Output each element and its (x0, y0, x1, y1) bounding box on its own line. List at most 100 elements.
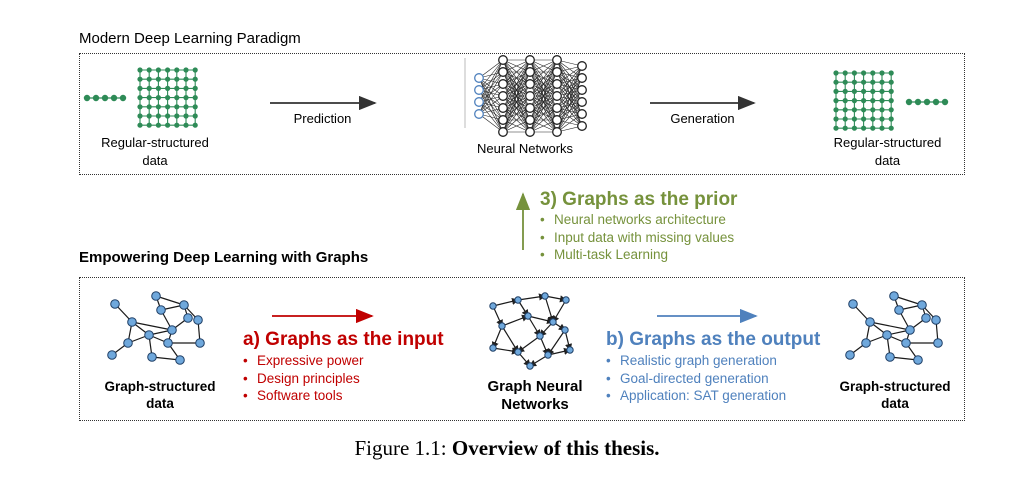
graph-node (127, 317, 137, 327)
grid-node (879, 116, 885, 122)
nn-neuron (552, 115, 562, 125)
grid-node (165, 76, 171, 82)
nn-connection (556, 65, 583, 97)
output-bullets: Realistic graph generation Goal-directed… (606, 352, 786, 405)
output-bullet: Application: SAT generation (606, 387, 786, 405)
nn-connection (529, 83, 558, 133)
grid-node (137, 104, 143, 110)
grid-node (842, 116, 848, 122)
grid-node (833, 70, 839, 76)
top-section-title: Modern Deep Learning Paradigm (79, 30, 301, 47)
grid-node (137, 122, 143, 128)
graph-node (865, 317, 875, 327)
grid-node (174, 104, 180, 110)
nn-connection (502, 59, 531, 109)
nn-connection (502, 95, 531, 133)
grid-node (146, 85, 152, 91)
graph-node (561, 326, 569, 334)
nn-connection (556, 65, 583, 121)
gnn-label-line1: Graph Neural (487, 378, 583, 395)
nn-connection (478, 59, 504, 115)
nn-neuron (525, 103, 535, 113)
graph-node (544, 351, 552, 359)
graph-edge (547, 329, 566, 356)
grid-node (165, 122, 171, 128)
prior-bullet: Multi-task Learning (540, 246, 734, 264)
gnn-label: Graph Neural Networks (455, 378, 615, 414)
grid-node (192, 104, 198, 110)
grid-node (192, 95, 198, 101)
grid-node (851, 88, 858, 94)
generation-label: Generation (670, 111, 735, 126)
nn-connection (478, 113, 504, 133)
grid-node (137, 85, 143, 91)
graph-node (110, 299, 120, 309)
bottom-right-data-label: Graph-structured data (815, 378, 975, 412)
grid-node (146, 67, 152, 73)
graph-node (498, 322, 506, 330)
nn-neuron (552, 79, 562, 89)
sequence-data-left (83, 94, 127, 102)
input-bullet: Expressive power (243, 352, 364, 370)
grid-node (888, 125, 894, 131)
graph-node (195, 338, 205, 348)
prior-bullets: Neural networks architecture Input data … (540, 211, 734, 264)
grid-node (155, 104, 161, 110)
graph-node (913, 355, 923, 365)
graph-edge (501, 325, 519, 354)
grid-node (165, 85, 171, 91)
grid-node (842, 88, 848, 94)
grid-node (879, 125, 885, 131)
grid-node (879, 88, 885, 94)
grid-node (183, 113, 189, 119)
graph-node (167, 325, 177, 335)
grid-node (146, 95, 152, 101)
nn-neuron (498, 67, 508, 77)
graph-node (514, 296, 522, 304)
grid-node (192, 67, 198, 73)
graph-node (107, 350, 117, 360)
grid-node (861, 79, 867, 85)
nn-neuron (498, 91, 508, 101)
graph-node (163, 338, 173, 348)
grid-node (851, 98, 858, 104)
prediction-label: Prediction (293, 111, 352, 126)
nn-neuron (577, 109, 587, 119)
input-bullets: Expressive power Design principles Softw… (243, 352, 364, 405)
grid-node (137, 76, 143, 82)
graph-node (882, 330, 892, 340)
top-left-data-label: Regular-structured data (80, 134, 230, 170)
grid-node (888, 107, 894, 113)
grid-node (146, 104, 152, 110)
graph-node (885, 352, 895, 362)
graph-edge (131, 321, 173, 331)
nn-neuron (474, 109, 484, 119)
neural-network-icon (464, 55, 587, 137)
nn-neuron (552, 127, 562, 137)
graph-edge (527, 315, 541, 338)
prior-bullet: Neural networks architecture (540, 211, 734, 229)
graph-edge (155, 295, 185, 306)
graph-node (921, 313, 931, 323)
grid-node (842, 70, 848, 76)
grid-node (183, 104, 189, 110)
grid-node (861, 125, 867, 131)
grid-node (192, 85, 198, 91)
grid-node (879, 107, 885, 113)
nn-connection (478, 71, 504, 115)
graph-node (549, 318, 557, 326)
prior-bullet: Input data with missing values (540, 229, 734, 247)
grid-node (888, 88, 894, 94)
graph-edge (517, 335, 541, 353)
nn-neuron (474, 85, 484, 95)
grid-node (183, 85, 189, 91)
grid-node (870, 125, 876, 131)
nn-neuron (552, 55, 562, 65)
grid-node (146, 76, 152, 82)
grid-node (851, 79, 858, 85)
grid-node (192, 113, 198, 119)
bottom-left-data-label-line2: data (146, 396, 174, 411)
prior-heading: 3) Graphs as the prior (540, 189, 738, 210)
graph-node (861, 338, 871, 348)
